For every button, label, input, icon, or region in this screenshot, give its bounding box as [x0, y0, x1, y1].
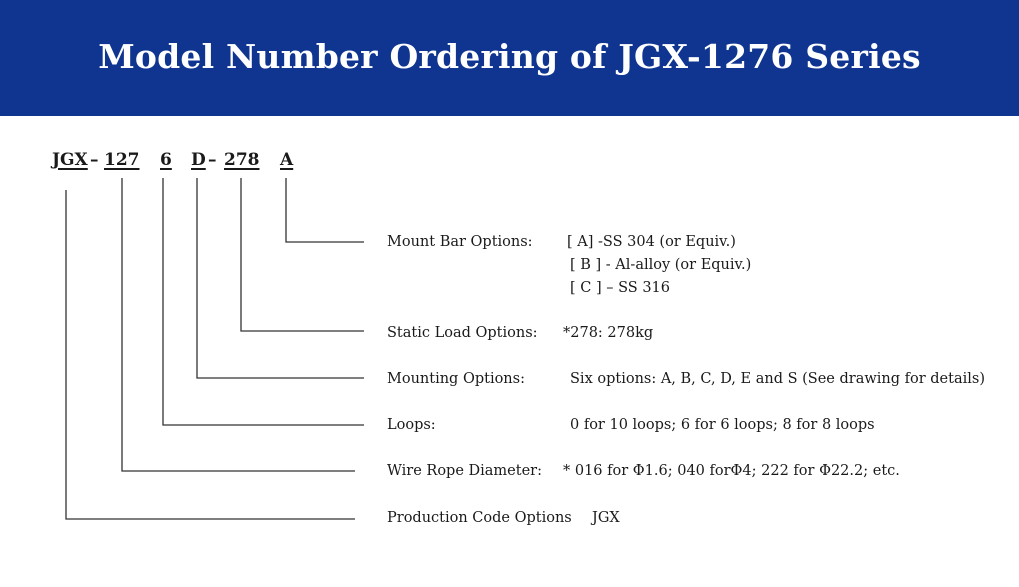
code-prefix: JGX	[52, 150, 88, 170]
connector-static-load	[240, 178, 364, 332]
static-load-value: *278: 278kg	[563, 325, 654, 341]
production-value: JGX	[592, 510, 620, 526]
mount-bar-option-b: [ B ] - Al-alloy (or Equiv.)	[570, 257, 752, 273]
title-banner: Model Number Ordering of JGX-1276 Series	[0, 0, 1019, 116]
loops-value: 0 for 10 loops; 6 for 6 loops; 8 for 8 l…	[570, 417, 875, 433]
code-dash-1: –	[90, 150, 99, 170]
connector-mount-bar	[285, 178, 364, 243]
connector-wire-rope	[121, 178, 355, 472]
mounting-label: Mounting Options:	[387, 371, 525, 387]
code-load: 278	[224, 150, 260, 170]
connector-loops	[162, 178, 364, 426]
mount-bar-label: Mount Bar Options:	[387, 234, 533, 250]
wire-rope-label: Wire Rope Diameter:	[387, 463, 542, 479]
connector-production	[65, 190, 355, 520]
code-mount-bar: A	[280, 150, 294, 170]
mount-bar-option-c: [ C ] – SS 316	[570, 280, 670, 296]
code-diameter: 127	[104, 150, 140, 170]
static-load-label: Static Load Options:	[387, 325, 538, 341]
production-label: Production Code Options	[387, 510, 572, 526]
mount-bar-option-a: [ A] -SS 304 (or Equiv.)	[567, 234, 736, 250]
loops-label: Loops:	[387, 417, 436, 433]
code-dash-2: –	[208, 150, 217, 170]
wire-rope-value: * 016 for Φ1.6; 040 forΦ4; 222 for Φ22.2…	[563, 463, 900, 479]
mounting-value: Six options: A, B, C, D, E and S (See dr…	[570, 371, 985, 387]
connector-mounting	[196, 178, 364, 379]
page-title: Model Number Ordering of JGX-1276 Series	[98, 36, 921, 76]
code-mounting: D	[191, 150, 206, 170]
code-loops: 6	[160, 150, 172, 170]
